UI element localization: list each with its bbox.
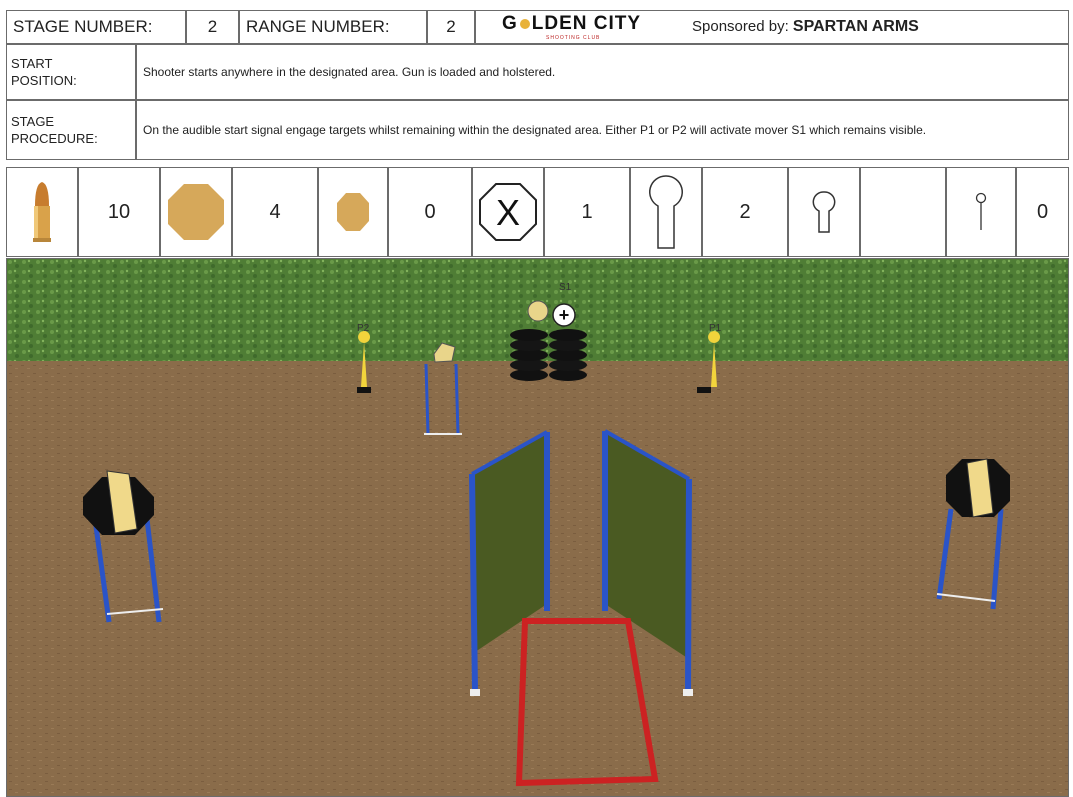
start-position-label: START POSITION: xyxy=(6,44,136,100)
stage-illustration: + S1 P2 P1 xyxy=(7,259,1069,797)
start-position-label-line1: START xyxy=(11,55,52,72)
svg-text:+: + xyxy=(559,305,570,325)
rounds-count: 10 xyxy=(78,167,160,257)
stage-briefing-sheet: STAGE NUMBER: 2 RANGE NUMBER: 2 G LDEN C… xyxy=(6,10,1069,797)
svg-text:X: X xyxy=(496,192,520,233)
stage-number-label: STAGE NUMBER: xyxy=(6,10,186,44)
no-shoot-icon: X xyxy=(478,182,538,242)
keyhole-count: 2 xyxy=(702,167,788,257)
stage-procedure-label: STAGE PROCEDURE: xyxy=(6,100,136,160)
mini-keyhole-icon-cell xyxy=(788,167,860,257)
pin-target-icon xyxy=(973,192,989,232)
stage-procedure-label-line2: PROCEDURE: xyxy=(11,130,98,147)
pin-count: 0 xyxy=(1016,167,1069,257)
range-number-value: 2 xyxy=(427,10,475,44)
mini-keyhole-target-icon xyxy=(812,190,836,234)
range-number-label: RANGE NUMBER: xyxy=(239,10,427,44)
mini-keyhole-count xyxy=(860,167,946,257)
pin-icon-cell xyxy=(946,167,1016,257)
large-plate-icon-cell xyxy=(160,167,232,257)
small-plate-icon-cell xyxy=(318,167,388,257)
stage-procedure-text: On the audible start signal engage targe… xyxy=(136,100,1069,160)
small-plates-count: 0 xyxy=(388,167,472,257)
large-octagon-plate-icon xyxy=(166,182,226,242)
stage-procedure-label-line1: STAGE xyxy=(11,113,54,130)
logo-title-right: LDEN CITY xyxy=(532,13,641,35)
scene-label-p1: P1 xyxy=(709,323,722,334)
stage-number-value: 2 xyxy=(186,10,239,44)
keyhole-icon-cell xyxy=(630,167,702,257)
no-shoot-icon-cell: X xyxy=(472,167,544,257)
club-logo: G LDEN CITY SHOOTING CLUB Sponsored by: … xyxy=(475,10,1069,44)
keyhole-target-icon xyxy=(648,174,684,250)
no-shoot-count: 1 xyxy=(544,167,630,257)
start-position-text: Shooter starts anywhere in the designate… xyxy=(136,44,1069,100)
logo-title-left: G xyxy=(502,13,518,35)
sponsor-name: SPARTAN ARMS xyxy=(793,18,919,35)
logo-subtitle: SHOOTING CLUB xyxy=(546,35,600,41)
target-icon xyxy=(519,17,531,31)
large-plates-count: 4 xyxy=(232,167,318,257)
scene-label-s1: S1 xyxy=(559,282,572,293)
small-octagon-plate-icon xyxy=(336,192,370,232)
sponsor-label: Sponsored by: xyxy=(692,18,789,35)
stage-scene: + S1 P2 P1 xyxy=(6,258,1069,797)
cartridge-icon xyxy=(30,180,54,244)
scene-label-p2: P2 xyxy=(357,323,370,334)
start-position-label-line2: POSITION: xyxy=(11,72,77,89)
rounds-icon-cell xyxy=(6,167,78,257)
